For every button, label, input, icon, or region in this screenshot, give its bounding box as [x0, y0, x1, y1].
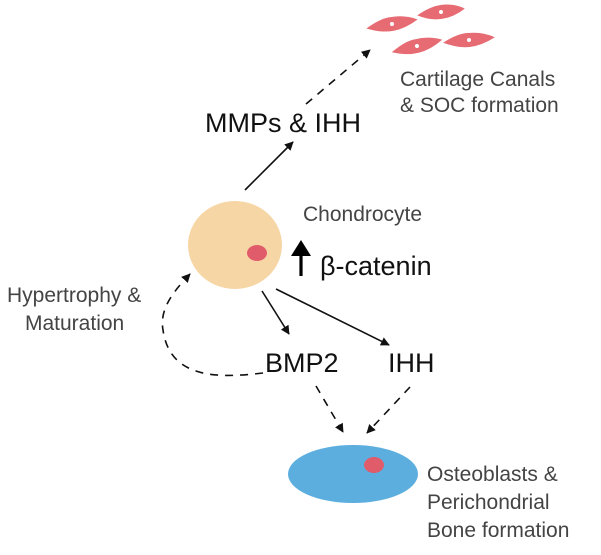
arrow-chondrocyte-to-bmp2 — [261, 290, 290, 335]
up-arrow-icon — [291, 240, 311, 276]
osteoblasts-label-line2: Perichondrial — [427, 491, 550, 514]
arrow-chondrocyte-to-ihh — [275, 288, 390, 346]
cartilage-cell — [443, 32, 495, 48]
bmp2-label: BMP2 — [265, 348, 339, 378]
chondrocyte-cell — [188, 201, 282, 289]
dashed-arrow-ihh-to-osteoblast — [366, 386, 411, 434]
osteoblast-cell — [288, 445, 418, 503]
osteoblasts-label-line1: Osteoblasts & — [427, 463, 558, 486]
hypertrophy-label-line1: Hypertrophy & — [7, 284, 141, 307]
cartilage-canals-label-line2: & SOC formation — [400, 94, 559, 117]
cartilage-cell — [366, 16, 418, 32]
chondrocyte-nucleus — [247, 245, 267, 261]
osteoblast-nucleus — [364, 457, 384, 473]
osteoblasts-label-line3: Bone formation — [427, 519, 569, 542]
beta-catenin-label: β-catenin — [320, 251, 432, 281]
ihh-label: IHH — [388, 348, 435, 378]
cartilage-cell — [391, 37, 443, 55]
hypertrophy-label-line2: Maturation — [25, 312, 124, 335]
mmps-ihh-label: MMPs & IHH — [205, 108, 361, 138]
dashed-arrow-mmps-to-cartilage — [305, 49, 371, 105]
dashed-arrow-hypertrophy-loop — [161, 273, 264, 377]
cartilage-canals-label-line1: Cartilage Canals — [400, 68, 555, 91]
dashed-arrow-bmp2-to-osteoblast — [315, 385, 344, 433]
arrow-chondrocyte-to-mmps — [244, 141, 294, 191]
chondrocyte-label: Chondrocyte — [303, 203, 422, 226]
cartilage-cell — [417, 4, 465, 20]
cartilage-cells-group — [366, 4, 495, 55]
